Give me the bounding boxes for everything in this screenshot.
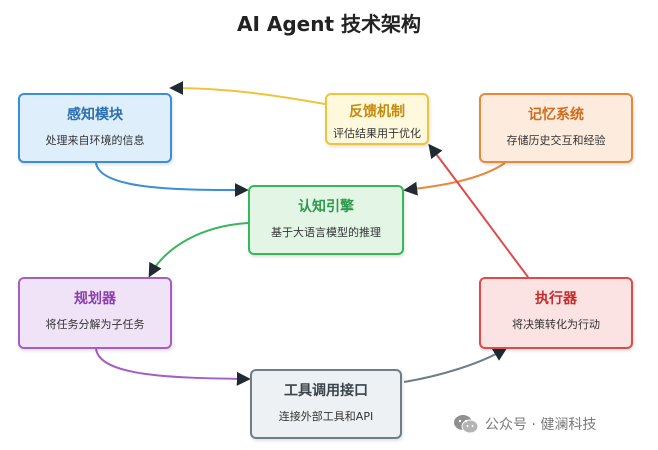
node-title: 反馈机制 — [349, 104, 405, 120]
node-planner: 规划器 将任务分解为子任务 — [18, 277, 172, 349]
node-desc: 评估结果用于优化 — [333, 127, 421, 140]
edge-tools-to-executor — [403, 347, 508, 383]
edge-feedback-to-perception — [169, 81, 326, 105]
edge-planner-to-tools — [95, 348, 251, 386]
node-title: 记忆系统 — [528, 107, 584, 123]
node-desc: 基于大语言模型的推理 — [271, 226, 381, 239]
node-cognition: 认知引擎 基于大语言模型的推理 — [248, 185, 404, 255]
node-feedback: 反馈机制 评估结果用于优化 — [325, 93, 429, 145]
node-title: 执行器 — [535, 291, 577, 307]
node-desc: 将决策转化为行动 — [512, 318, 600, 331]
node-title: 规划器 — [74, 291, 116, 307]
watermark-text: 公众号 · 健澜科技 — [485, 417, 597, 433]
node-tools: 工具调用接口 连接外部工具和API — [250, 369, 402, 439]
wechat-icon — [454, 415, 479, 434]
edge-memory-to-cognition — [403, 162, 506, 196]
node-title: 工具调用接口 — [284, 383, 368, 399]
node-executor: 执行器 将决策转化为行动 — [479, 277, 633, 349]
watermark: 公众号 · 健澜科技 — [453, 413, 596, 435]
node-memory: 记忆系统 存储历史交互和经验 — [479, 93, 633, 163]
node-desc: 处理来自环境的信息 — [45, 134, 145, 147]
edge-perception-to-cognition — [95, 162, 249, 197]
node-desc: 连接外部工具和API — [278, 410, 374, 423]
diagram-title: AI Agent 技术架构 — [236, 12, 421, 36]
node-perception: 感知模块 处理来自环境的信息 — [18, 93, 172, 163]
node-title: 感知模块 — [67, 107, 123, 123]
edge-cognition-to-planner — [148, 222, 249, 278]
node-desc: 将任务分解为子任务 — [45, 318, 145, 331]
node-title: 认知引擎 — [298, 199, 354, 215]
edge-executor-to-feedback — [428, 143, 529, 278]
node-desc: 存储历史交互和经验 — [506, 134, 606, 147]
